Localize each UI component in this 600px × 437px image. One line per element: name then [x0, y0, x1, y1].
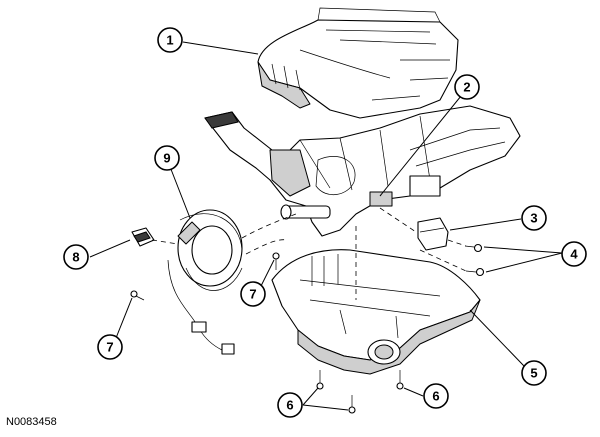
screw-6c [396, 370, 404, 390]
callout-5-label: 5 [530, 366, 537, 381]
connector [131, 227, 155, 247]
callout-2: 2 [454, 74, 480, 100]
callout-3-label: 3 [530, 211, 537, 226]
figure-id: N0083458 [6, 416, 57, 428]
clockspring [167, 209, 243, 355]
lower-shroud [271, 249, 481, 375]
callout-2-label: 2 [463, 80, 470, 95]
screw-7b [130, 290, 145, 301]
callout-3: 3 [521, 205, 547, 231]
callout-6a-label: 6 [286, 398, 293, 413]
screw-7a [272, 252, 280, 270]
screw-4a [464, 243, 483, 253]
callout-8: 8 [63, 244, 89, 270]
screw-6a [316, 370, 324, 390]
callout-9: 9 [154, 145, 180, 171]
screw-6b [348, 395, 356, 414]
callout-6a: 6 [277, 392, 303, 418]
callout-7a: 7 [240, 281, 266, 307]
callout-9-label: 9 [163, 151, 170, 166]
callout-7a-label: 7 [249, 287, 256, 302]
callout-4: 4 [561, 241, 587, 267]
steering-column-assembly [204, 105, 521, 237]
leader-lines [89, 41, 563, 411]
callout-7b: 7 [97, 334, 123, 360]
callout-8-label: 8 [72, 250, 79, 265]
ignition-module [417, 217, 449, 251]
alignment-lines [151, 207, 467, 300]
callout-1: 1 [157, 27, 183, 53]
callout-6b-label: 6 [432, 389, 439, 404]
callout-4-label: 4 [570, 247, 578, 262]
callout-5: 5 [521, 360, 547, 386]
callout-7b-label: 7 [106, 340, 113, 355]
callout-6b: 6 [423, 383, 449, 409]
upper-shroud [257, 7, 459, 119]
callout-1-label: 1 [166, 33, 173, 48]
screw-4b [465, 267, 485, 277]
